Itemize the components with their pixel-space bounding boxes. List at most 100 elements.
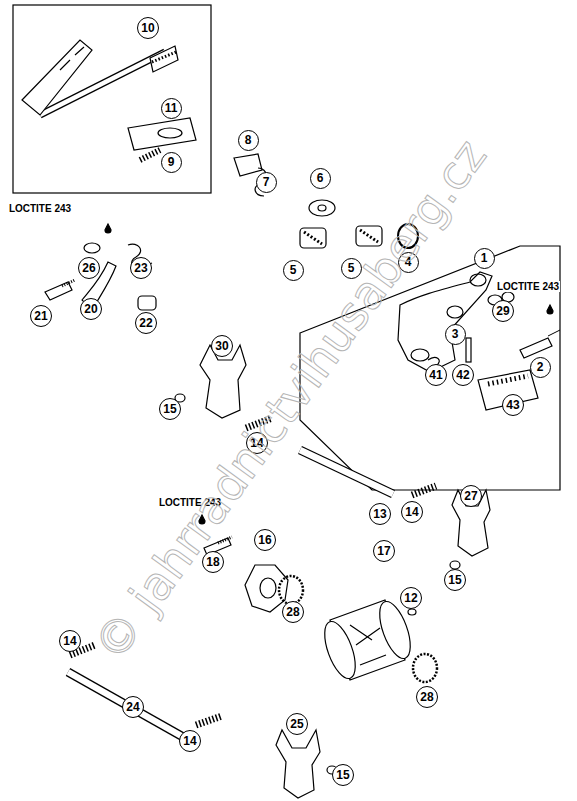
callout-number: 15	[444, 569, 466, 591]
callout-number: 14	[59, 630, 81, 652]
callout-text: 29	[496, 305, 509, 317]
callout-text: 24	[126, 701, 139, 713]
pin	[408, 609, 416, 615]
clip	[234, 154, 262, 176]
ring	[398, 224, 418, 248]
callout-number: 42	[452, 364, 474, 386]
callout-number: 21	[30, 305, 52, 327]
washer	[84, 243, 100, 253]
callout-text: 3	[452, 328, 459, 340]
spring	[140, 150, 160, 160]
callout-text: 25	[290, 718, 303, 730]
callout-text: 26	[82, 262, 95, 274]
pin	[466, 338, 471, 362]
shift-drum	[318, 598, 416, 683]
callout-text: 43	[506, 399, 519, 411]
callout-text: 6	[317, 172, 324, 184]
callout-text: 4	[405, 256, 412, 268]
bearing	[300, 228, 326, 248]
callout-number: 12	[400, 587, 422, 609]
bearing	[413, 654, 437, 682]
callout-number: 28	[416, 686, 438, 708]
bearing	[356, 226, 382, 246]
spacer	[447, 306, 463, 318]
callout-number: 16	[254, 529, 276, 551]
roller	[138, 296, 156, 310]
spring	[196, 716, 222, 725]
callout-text: 5	[290, 264, 297, 276]
group-frame	[300, 246, 560, 490]
spring	[412, 486, 436, 495]
callout-number: 3	[445, 324, 466, 345]
callout-number: 8	[238, 130, 259, 151]
callout-text: 1	[481, 252, 488, 264]
callout-number: 5	[341, 258, 362, 279]
washer	[309, 200, 335, 216]
callout-number: 1	[474, 248, 495, 269]
callout-text: 17	[377, 545, 390, 557]
shift-plate	[128, 118, 196, 150]
pin	[450, 561, 460, 569]
callout-text: 9	[168, 156, 175, 168]
callout-text: 30	[215, 340, 228, 352]
callout-text: 28	[286, 606, 299, 618]
callout-text: 12	[404, 592, 417, 604]
callout-text: 14	[63, 635, 76, 647]
callout-number: 14	[179, 730, 201, 752]
callout-text: 22	[139, 317, 152, 329]
shift-star	[245, 565, 288, 612]
callout-number: 14	[401, 501, 423, 523]
callout-number: 30	[211, 335, 233, 357]
callout-text: 27	[464, 490, 477, 502]
fork-shaft	[68, 672, 192, 742]
callout-number: 6	[310, 168, 331, 189]
callout-number: 11	[161, 98, 182, 119]
callout-number: 22	[135, 312, 157, 334]
callout-number: 23	[130, 257, 152, 279]
note-label: LOCTITE 243	[8, 203, 72, 214]
shift-shaft	[22, 40, 178, 115]
callout-number: 14	[246, 432, 268, 454]
callout-number: 29	[492, 300, 514, 322]
callout-number: 4	[398, 252, 419, 273]
callout-text: 15	[448, 574, 461, 586]
shift-fork	[452, 490, 490, 556]
callout-number: 20	[80, 298, 102, 320]
callout-text: 18	[206, 556, 219, 568]
group-frame	[13, 5, 211, 193]
callout-number: 9	[161, 152, 182, 173]
callout-text: 14	[250, 437, 263, 449]
note-label: LOCTITE 243	[158, 497, 222, 508]
callout-text: 2	[537, 361, 544, 373]
callout-text: 5	[348, 262, 355, 274]
callout-text: 14	[183, 735, 196, 747]
footpeg	[478, 370, 538, 410]
callout-number: 10	[137, 17, 159, 39]
callout-text: 42	[456, 369, 469, 381]
bearing	[279, 576, 303, 604]
callout-number: 7	[256, 172, 277, 193]
callout-number: 15	[159, 398, 181, 420]
callout-text: 14	[405, 506, 418, 518]
shift-fork	[276, 730, 320, 798]
callout-text: 15	[336, 769, 349, 781]
callout-text: 11	[165, 102, 178, 114]
shift-lever	[398, 272, 492, 372]
callout-number: 24	[122, 696, 144, 718]
callout-number: 18	[202, 551, 224, 573]
callout-number: 26	[78, 257, 100, 279]
callout-text: 8	[245, 134, 252, 146]
callout-number: 15	[332, 764, 354, 786]
callout-number: 13	[369, 503, 391, 525]
callout-text: 16	[258, 534, 271, 546]
callout-number: 25	[286, 713, 308, 735]
callout-text: 23	[134, 262, 147, 274]
callout-number: 2	[530, 357, 551, 378]
fork-shaft	[300, 450, 393, 494]
callout-number: 28	[282, 601, 304, 623]
callout-text: 15	[163, 403, 176, 415]
callout-text: 28	[420, 691, 433, 703]
callout-text: 10	[141, 22, 154, 34]
